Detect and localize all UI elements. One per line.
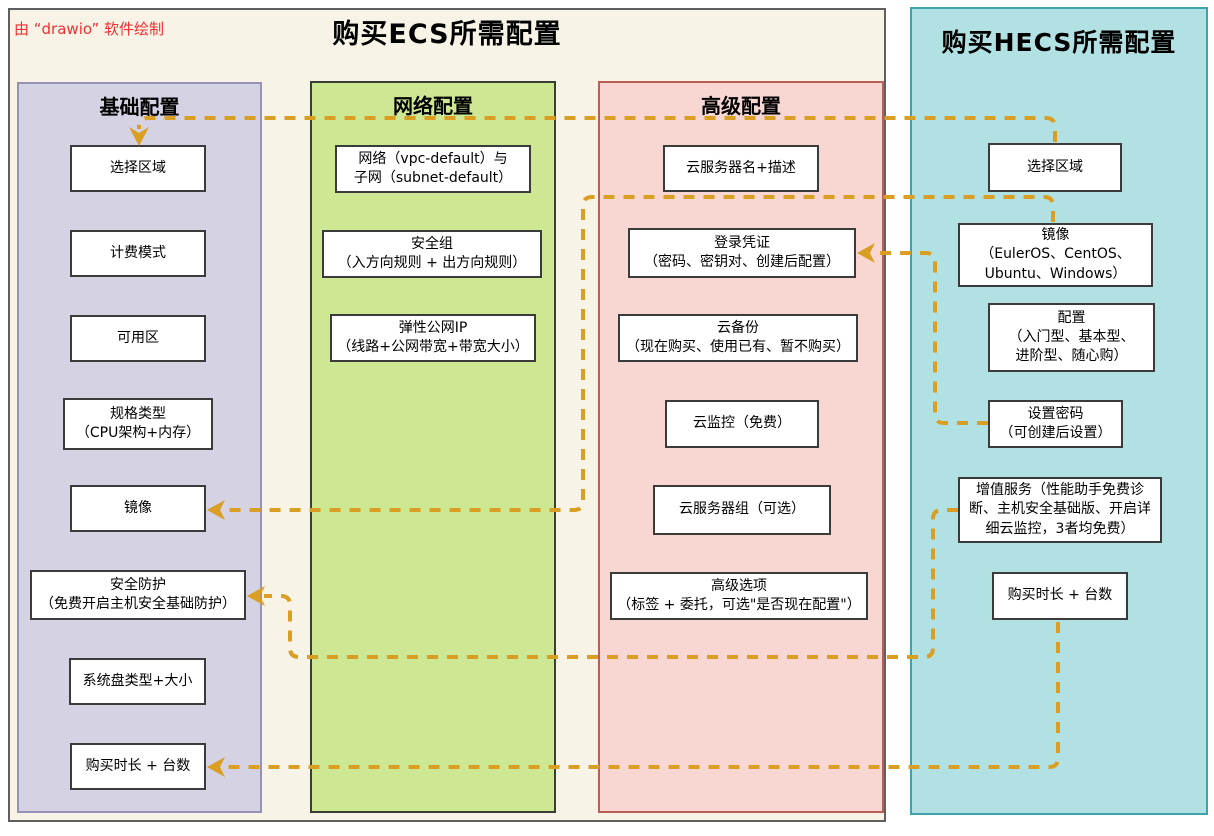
text-line: 购买时长 + 台数 — [1007, 587, 1113, 604]
text-line: （入方向规则 + 出方向规则） — [337, 255, 527, 271]
text-line: 云服务器名+描述 — [686, 159, 796, 176]
text-line: 安全防护 — [110, 576, 166, 593]
text-line: 增值服务（性能助手免费诊 — [976, 482, 1144, 499]
column-network-header: 网络配置 — [393, 94, 473, 118]
text-line: 云备份 — [717, 319, 759, 336]
column-basic-header: 基础配置 — [99, 95, 180, 119]
node-network-vpc-subnet: 网络（vpc-default）与 子网（subnet-default） — [335, 145, 531, 193]
text-line: 选择区域 — [1027, 158, 1083, 175]
node-advanced-server-name: 云服务器名+描述 — [663, 145, 819, 192]
text-line: Ubuntu、Windows） — [984, 265, 1127, 282]
text-line: 镜像 — [124, 499, 152, 516]
text-line: （标签 + 委托，可选"是否现在配置"） — [617, 597, 861, 613]
node-hecs-config: 配置 （入门型、基本型、 进阶型、随心购） — [988, 303, 1155, 372]
node-basic-spec-type: 规格类型 （CPU架构+内存） — [63, 398, 213, 450]
text-line: （密码、密钥对、创建后配置） — [644, 254, 840, 270]
node-basic-select-region: 选择区域 — [70, 145, 206, 192]
node-basic-image: 镜像 — [70, 485, 206, 532]
node-advanced-server-group: 云服务器组（可选） — [653, 485, 831, 535]
text-line: 云监控（免费） — [693, 415, 791, 432]
node-hecs-image: 镜像 （EulerOS、CentOS、 Ubuntu、Windows） — [958, 223, 1153, 287]
node-basic-availability-zone: 可用区 — [70, 315, 206, 362]
text-line: 计费模式 — [110, 244, 166, 261]
text-line: 镜像 — [1041, 227, 1070, 244]
text-line: （EulerOS、CentOS、 — [980, 246, 1131, 263]
text-line: 安全组 — [411, 235, 453, 252]
text-line: 规格类型 — [110, 405, 166, 422]
text-line: 可用区 — [117, 329, 159, 346]
text-line: 设置密码 — [1027, 405, 1084, 422]
text-line: 进阶型、随心购） — [1015, 348, 1128, 365]
text-line: 子网（subnet-default） — [353, 170, 513, 186]
node-advanced-login-credential: 登录凭证 （密码、密钥对、创建后配置） — [628, 228, 856, 278]
node-basic-security-protection: 安全防护 （免费开启主机安全基础防护） — [30, 570, 246, 620]
text-line: 细云监控，3者均免费） — [985, 520, 1135, 537]
text-line: 弹性公网IP — [398, 319, 468, 336]
node-basic-duration-count: 购买时长 + 台数 — [70, 743, 206, 790]
text-line: （CPU架构+内存） — [75, 425, 201, 441]
text-line: （入门型、基本型、 — [1008, 328, 1135, 345]
node-basic-billing-mode: 计费模式 — [70, 230, 206, 277]
text-line: 登录凭证 — [714, 234, 770, 251]
text-line: 系统盘类型+大小 — [82, 672, 193, 689]
text-line: 高级选项 — [711, 577, 767, 594]
node-advanced-cloud-monitor: 云监控（免费） — [665, 400, 819, 448]
text-line: 配置 — [1057, 309, 1086, 326]
text-line: （可创建后设置） — [999, 425, 1112, 441]
node-hecs-value-added-services: 增值服务（性能助手免费诊 断、主机安全基础版、开启详 细云监控，3者均免费） — [958, 477, 1162, 543]
node-hecs-set-password: 设置密码 （可创建后设置） — [988, 400, 1123, 448]
text-line: （免费开启主机安全基础防护） — [40, 596, 236, 612]
node-network-eip: 弹性公网IP （线路+公网带宽+带宽大小） — [330, 314, 536, 362]
node-advanced-options: 高级选项 （标签 + 委托，可选"是否现在配置"） — [610, 572, 868, 620]
text-line: （现在购买、使用已有、暂不购买） — [626, 339, 850, 355]
text-line: 断、主机安全基础版、开启详 — [969, 501, 1151, 518]
text-line: 选择区域 — [110, 159, 166, 176]
column-advanced-header: 高级配置 — [701, 94, 781, 118]
hecs-title: 购买HECS所需配置 — [941, 28, 1177, 57]
node-network-security-group: 安全组 （入方向规则 + 出方向规则） — [322, 230, 542, 278]
node-hecs-select-region: 选择区域 — [988, 143, 1122, 192]
node-basic-system-disk: 系统盘类型+大小 — [69, 658, 206, 705]
node-advanced-cloud-backup: 云备份 （现在购买、使用已有、暂不购买） — [618, 314, 858, 362]
watermark-text: 由 “drawio” 软件绘制 — [14, 20, 165, 38]
node-hecs-duration-count: 购买时长 + 台数 — [992, 572, 1128, 620]
ecs-title: 购买ECS所需配置 — [332, 19, 562, 50]
text-line: （线路+公网带宽+带宽大小） — [337, 339, 529, 355]
text-line: 购买时长 + 台数 — [85, 757, 191, 774]
text-line: 云服务器组（可选） — [679, 501, 805, 518]
text-line: 网络（vpc-default）与 — [358, 150, 508, 167]
